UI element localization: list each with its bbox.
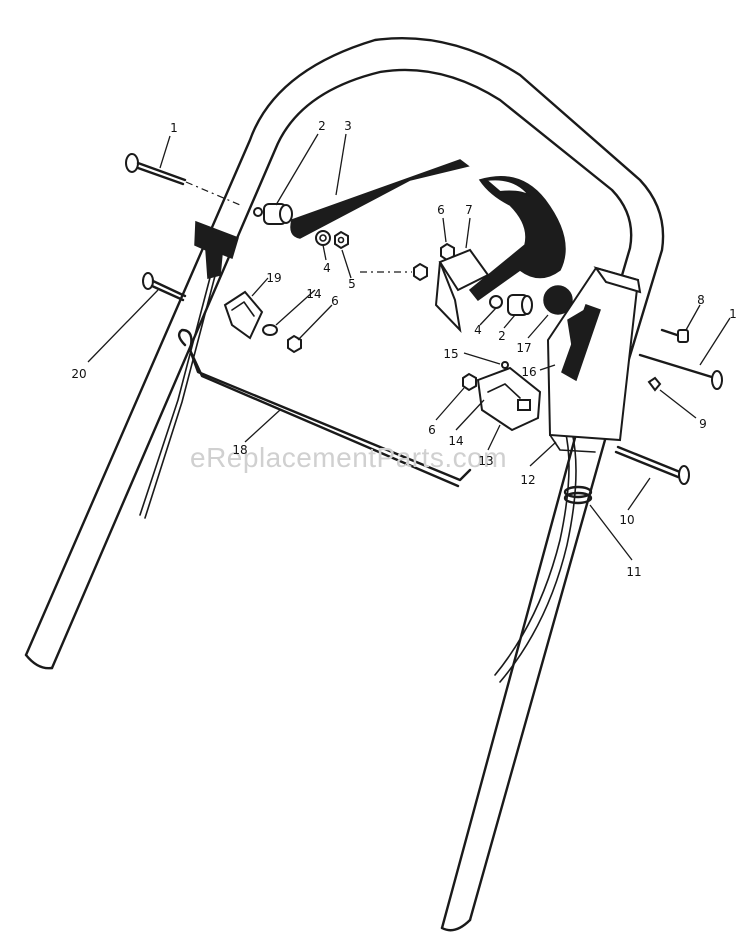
callout-9: 9 — [699, 417, 707, 431]
knob-17 — [543, 285, 573, 315]
callout-6: 6 — [428, 423, 436, 437]
callout-16: 16 — [521, 365, 536, 379]
callout-10: 10 — [619, 513, 634, 527]
control-bail — [290, 159, 566, 302]
spacer-left — [253, 203, 293, 225]
nut-6-left — [287, 334, 302, 354]
spacer-2-right — [507, 294, 533, 316]
callout-8: 8 — [697, 293, 705, 307]
switch-block-13 — [476, 366, 542, 432]
bolt-lower-right — [614, 445, 690, 485]
callout-2: 2 — [318, 119, 326, 133]
callout-17: 17 — [516, 341, 531, 355]
control-box-16 — [546, 266, 642, 442]
washer-14-left — [262, 324, 278, 336]
callout-labels: 1 2 3 6 7 4 5 19 14 6 20 8 1 4 2 17 15 1… — [71, 119, 736, 579]
nut-6-lower — [462, 372, 477, 392]
callout-19: 19 — [266, 271, 281, 285]
callout-4: 4 — [323, 261, 331, 275]
control-rod-18 — [177, 328, 472, 488]
box-bottom-12 — [549, 434, 596, 453]
callout-4: 4 — [474, 323, 482, 337]
bolt-upper-right — [638, 353, 723, 390]
callout-14: 14 — [306, 287, 321, 301]
callout-18: 18 — [232, 443, 247, 457]
callout-13: 13 — [478, 454, 493, 468]
callout-1: 1 — [170, 121, 178, 135]
callout-14: 14 — [448, 434, 463, 448]
callout-5: 5 — [348, 277, 356, 291]
screw-15 — [501, 361, 509, 369]
washer-4-right — [489, 295, 503, 309]
callout-3: 3 — [344, 119, 352, 133]
callout-12: 12 — [520, 473, 535, 487]
bracket-7 — [434, 248, 490, 334]
washer-nut-left — [315, 230, 349, 250]
watermark: eReplacementParts.com — [190, 442, 507, 473]
t-handle-knob — [194, 220, 239, 279]
callout-2: 2 — [498, 329, 506, 343]
callout-6: 6 — [437, 203, 445, 217]
bolt-upper-left — [125, 153, 187, 186]
cable-clamp-11 — [563, 485, 593, 505]
callout-11: 11 — [626, 565, 641, 579]
leader-lines — [87, 133, 731, 561]
nut-5-right — [413, 262, 428, 282]
screw-9 — [647, 376, 662, 392]
screw-8 — [660, 328, 689, 343]
handle-tube — [24, 37, 665, 932]
callout-7: 7 — [465, 203, 473, 217]
switch-block-19 — [223, 290, 264, 340]
bolt-20 — [142, 272, 187, 302]
callout-1: 1 — [729, 307, 737, 321]
callout-20: 20 — [71, 367, 86, 381]
callout-6: 6 — [331, 294, 339, 308]
callout-15: 15 — [443, 347, 458, 361]
control-cable — [139, 269, 577, 683]
